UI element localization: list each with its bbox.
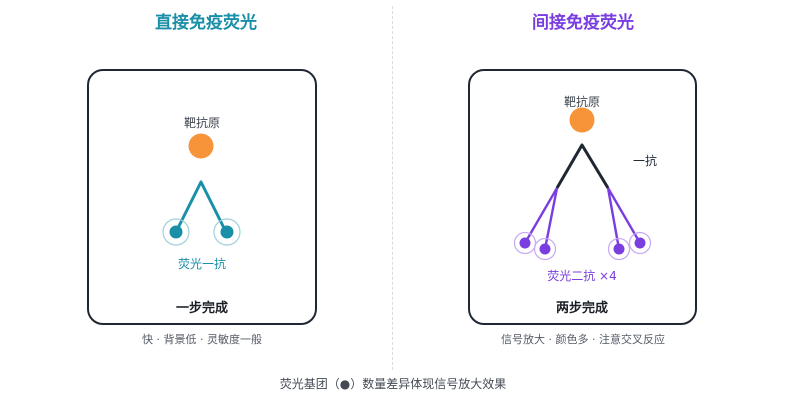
indirect-fluorophore-4 [634,237,646,249]
indirect-panel [468,69,697,325]
direct-step-label: 一步完成 [175,301,228,316]
direct-if-title: 直接免疫荧光 [155,13,257,33]
indirect-fluor-halo-4 [628,231,652,255]
direct-panel [87,69,317,325]
direct-antigen-label: 靶抗原 [183,116,220,130]
direct-fluor-halo-left [162,218,190,246]
direct-antigen [188,133,214,159]
indirect-primary-label: 一抗 [632,154,657,168]
indirect-antigen [569,107,595,133]
indirect-fluorophore-3 [613,243,625,255]
direct-fluorophore-right [220,225,234,239]
direct-antibody-arms [174,180,228,233]
center-divider [392,6,393,370]
direct-antibody-label: 荧光一抗 [177,257,226,271]
indirect-secondary-label: 荧光二抗 ×4 [547,269,617,283]
indirect-step-label: 两步完成 [555,301,608,316]
direct-fluorophore-left [169,225,183,239]
direct-note: 快 · 背景低 · 灵敏度一般 [142,333,262,346]
indirect-fluorophore-1 [519,237,531,249]
indirect-primary-antibody [555,143,610,189]
indirect-antigen-label: 靶抗原 [563,95,600,109]
indirect-fluor-halo-1 [513,231,537,255]
indirect-note: 信号放大 · 颜色多 · 注意交叉反应 [501,333,665,346]
indirect-fluorophore-2 [539,243,551,255]
indirect-if-title: 间接免疫荧光 [532,13,634,33]
footer-note: 荧光基团（●）数量差异体现信号放大效果 [279,377,507,391]
direct-fluor-halo-right [213,218,241,246]
indirect-fluor-halo-3 [607,237,631,261]
indirect-fluor-halo-2 [533,237,557,261]
